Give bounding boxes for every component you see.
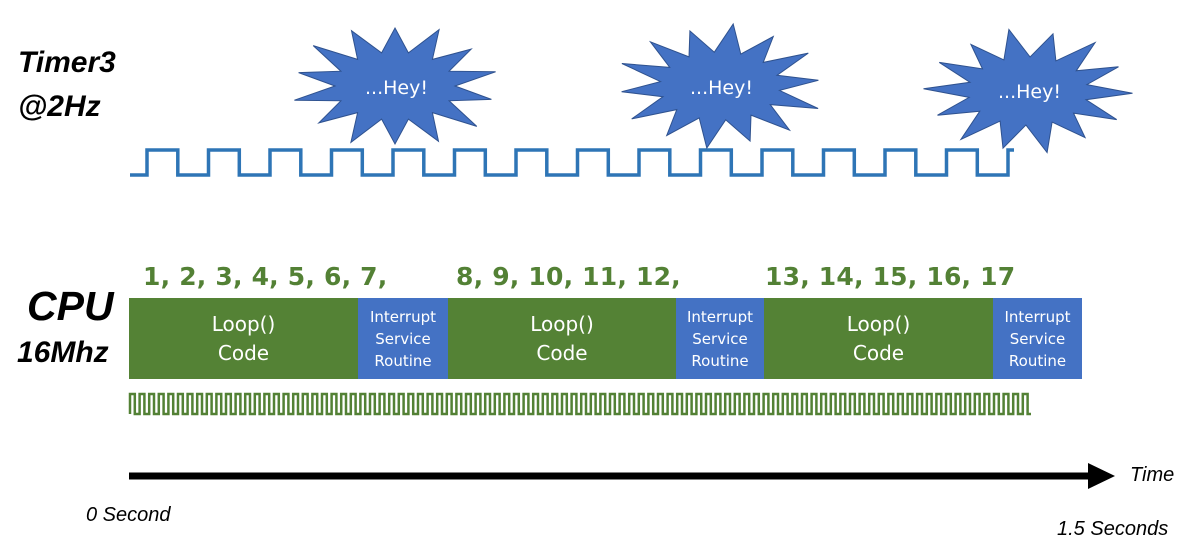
isr-block-2: Interrupt Service Routine xyxy=(676,298,764,379)
isr-block-3-text: Interrupt Service Routine xyxy=(1004,307,1071,370)
hey-bubble-text-2: ...Hey! xyxy=(690,77,753,99)
loop-count-group-3: 13, 14, 15, 16, 17 xyxy=(765,262,1016,291)
hey-bubble-text-1: ...Hey! xyxy=(365,77,428,99)
timeline-end-label: 1.5 Seconds xyxy=(1057,518,1169,540)
timer-label-frequency: @2Hz xyxy=(18,90,101,123)
isr-block-2-text: Interrupt Service Routine xyxy=(686,307,754,370)
time-axis-label: Time xyxy=(1130,464,1175,486)
cpu-clock-wave xyxy=(128,392,1031,416)
timeline-start-label: 0 Second xyxy=(86,504,171,526)
loop-code-block-3-text: Loop() Code xyxy=(846,311,911,365)
isr-block-3: Interrupt Service Routine xyxy=(993,298,1082,379)
cpu-label-name: CPU xyxy=(27,283,114,329)
time-axis-arrowhead xyxy=(1088,463,1115,489)
hey-bubble-3 xyxy=(923,28,1133,154)
loop-code-block-2: Loop() Code xyxy=(448,298,676,379)
timer-label-name: Timer3 xyxy=(18,46,116,79)
hey-bubble-2 xyxy=(621,22,819,150)
loop-code-block-3: Loop() Code xyxy=(764,298,993,379)
isr-block-1: Interrupt Service Routine xyxy=(358,298,448,379)
loop-code-block-1: Loop() Code xyxy=(129,298,358,379)
timer3-square-wave xyxy=(130,148,1014,177)
hey-bubble-text-3: ...Hey! xyxy=(998,81,1061,103)
isr-block-1-text: Interrupt Service Routine xyxy=(369,307,437,370)
loop-count-group-1: 1, 2, 3, 4, 5, 6, 7, xyxy=(143,262,388,291)
loop-count-group-2: 8, 9, 10, 11, 12, xyxy=(456,262,681,291)
loop-code-block-1-text: Loop() Code xyxy=(211,311,276,365)
loop-code-block-2-text: Loop() Code xyxy=(530,311,594,365)
hey-bubble-1 xyxy=(294,26,496,146)
cpu-label-frequency: 16Mhz xyxy=(17,336,109,369)
